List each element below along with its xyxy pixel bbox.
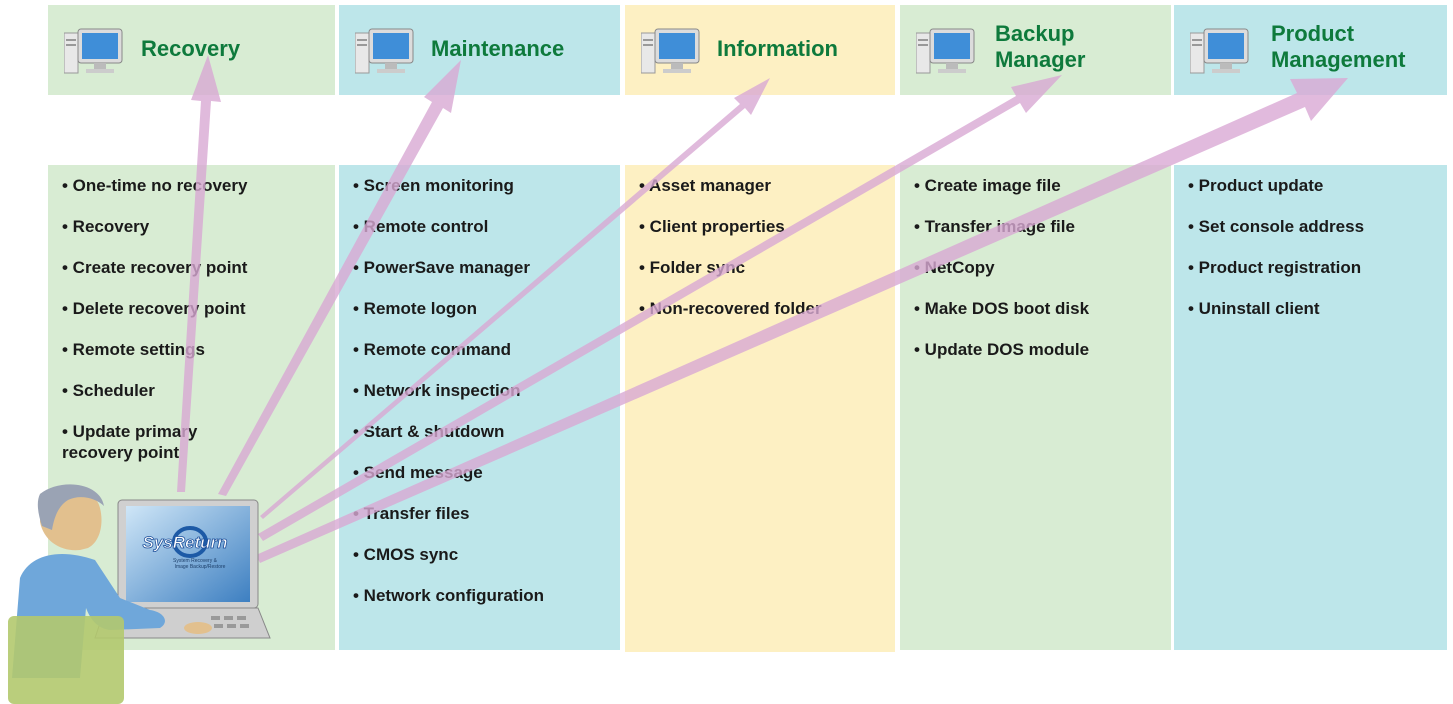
column-body-maintenance: • Screen monitoring • Remote control • P…	[339, 165, 620, 650]
feature-item: • Client properties	[639, 217, 785, 236]
feature-list: • One-time no recovery • Recovery • Crea…	[62, 175, 312, 483]
column-title-line: Product	[1271, 21, 1355, 46]
computer-icon	[1190, 28, 1249, 74]
column-body-product-management: • Product update • Set console address •…	[1174, 165, 1447, 650]
feature-item: • Network inspection	[353, 381, 521, 400]
feature-list: • Create image file • Transfer image fil…	[914, 175, 1089, 380]
column-header-maintenance: Maintenance	[339, 5, 620, 95]
column-title: Information	[717, 36, 838, 61]
feature-item: • Transfer files	[353, 504, 470, 523]
feature-item: • Remote control	[353, 217, 489, 236]
feature-item: • Send message	[353, 463, 483, 482]
column-body-information: • Asset manager • Client properties • Fo…	[625, 165, 895, 652]
computer-icon	[355, 28, 414, 74]
monitor-tagline: System Recovery &	[173, 558, 218, 564]
feature-item: • NetCopy	[914, 258, 995, 277]
column-body-backup-manager: • Create image file • Transfer image fil…	[900, 165, 1171, 650]
feature-item: • Remote logon	[353, 299, 478, 318]
column-header-recovery: Recovery	[48, 5, 335, 95]
feature-item: • Remote settings	[62, 340, 205, 359]
column-header-product-management: Product Management	[1174, 5, 1447, 95]
feature-item: • Network configuration	[353, 586, 545, 605]
feature-item: • Start & shutdown	[353, 422, 505, 441]
feature-item: • Create image file	[914, 176, 1061, 195]
feature-item: • Set console address	[1188, 217, 1365, 236]
feature-item: • Uninstall client	[1188, 299, 1320, 318]
feature-item: • Make DOS boot disk	[914, 299, 1090, 318]
feature-item: • Screen monitoring	[353, 176, 514, 195]
feature-item: • Create recovery point	[62, 258, 248, 277]
column-title-line: Backup	[995, 21, 1075, 46]
user-at-laptop-illustration: SysReturn System Recovery & Image Backup…	[8, 484, 271, 704]
monitor-logo: SysReturn	[142, 533, 227, 552]
feature-item: • Update primary recovery point	[62, 422, 198, 462]
feature-item: • Product registration	[1188, 258, 1362, 277]
feature-item: • Transfer image file	[914, 217, 1075, 236]
feature-list: • Product update • Set console address •…	[1188, 175, 1364, 339]
feature-item: • Folder sync	[639, 258, 746, 277]
feature-item: • Delete recovery point	[62, 299, 246, 318]
feature-item: • Scheduler	[62, 381, 155, 400]
column-header-backup-manager: Backup Manager	[900, 5, 1171, 95]
computer-icon	[64, 28, 123, 74]
column-title-line: Manager	[995, 47, 1086, 72]
column-title: Product Management	[1271, 21, 1405, 73]
feature-item: • One-time no recovery	[62, 176, 248, 195]
column-title: Backup Manager	[995, 21, 1085, 73]
feature-item: • Recovery	[62, 217, 150, 236]
feature-item: • Product update	[1188, 176, 1324, 195]
feature-item: • PowerSave manager	[353, 258, 530, 277]
feature-item: • Non-recovered folder	[639, 299, 822, 318]
feature-item: • CMOS sync	[353, 545, 459, 564]
column-title: Recovery	[141, 36, 241, 61]
column-title: Maintenance	[431, 36, 565, 61]
monitor-tagline: Image Backup/Restore	[175, 564, 226, 570]
feature-item: • Asset manager	[639, 176, 771, 195]
feature-item: • Remote command	[353, 340, 512, 359]
computer-icon	[641, 28, 700, 74]
feature-list: • Asset manager • Client properties • Fo…	[639, 175, 822, 339]
feature-list: • Screen monitoring • Remote control • P…	[353, 175, 544, 626]
column-header-information: Information	[625, 5, 895, 95]
feature-item: • Update DOS module	[914, 340, 1090, 359]
column-title-line: Management	[1271, 47, 1406, 72]
computer-icon	[916, 28, 975, 74]
